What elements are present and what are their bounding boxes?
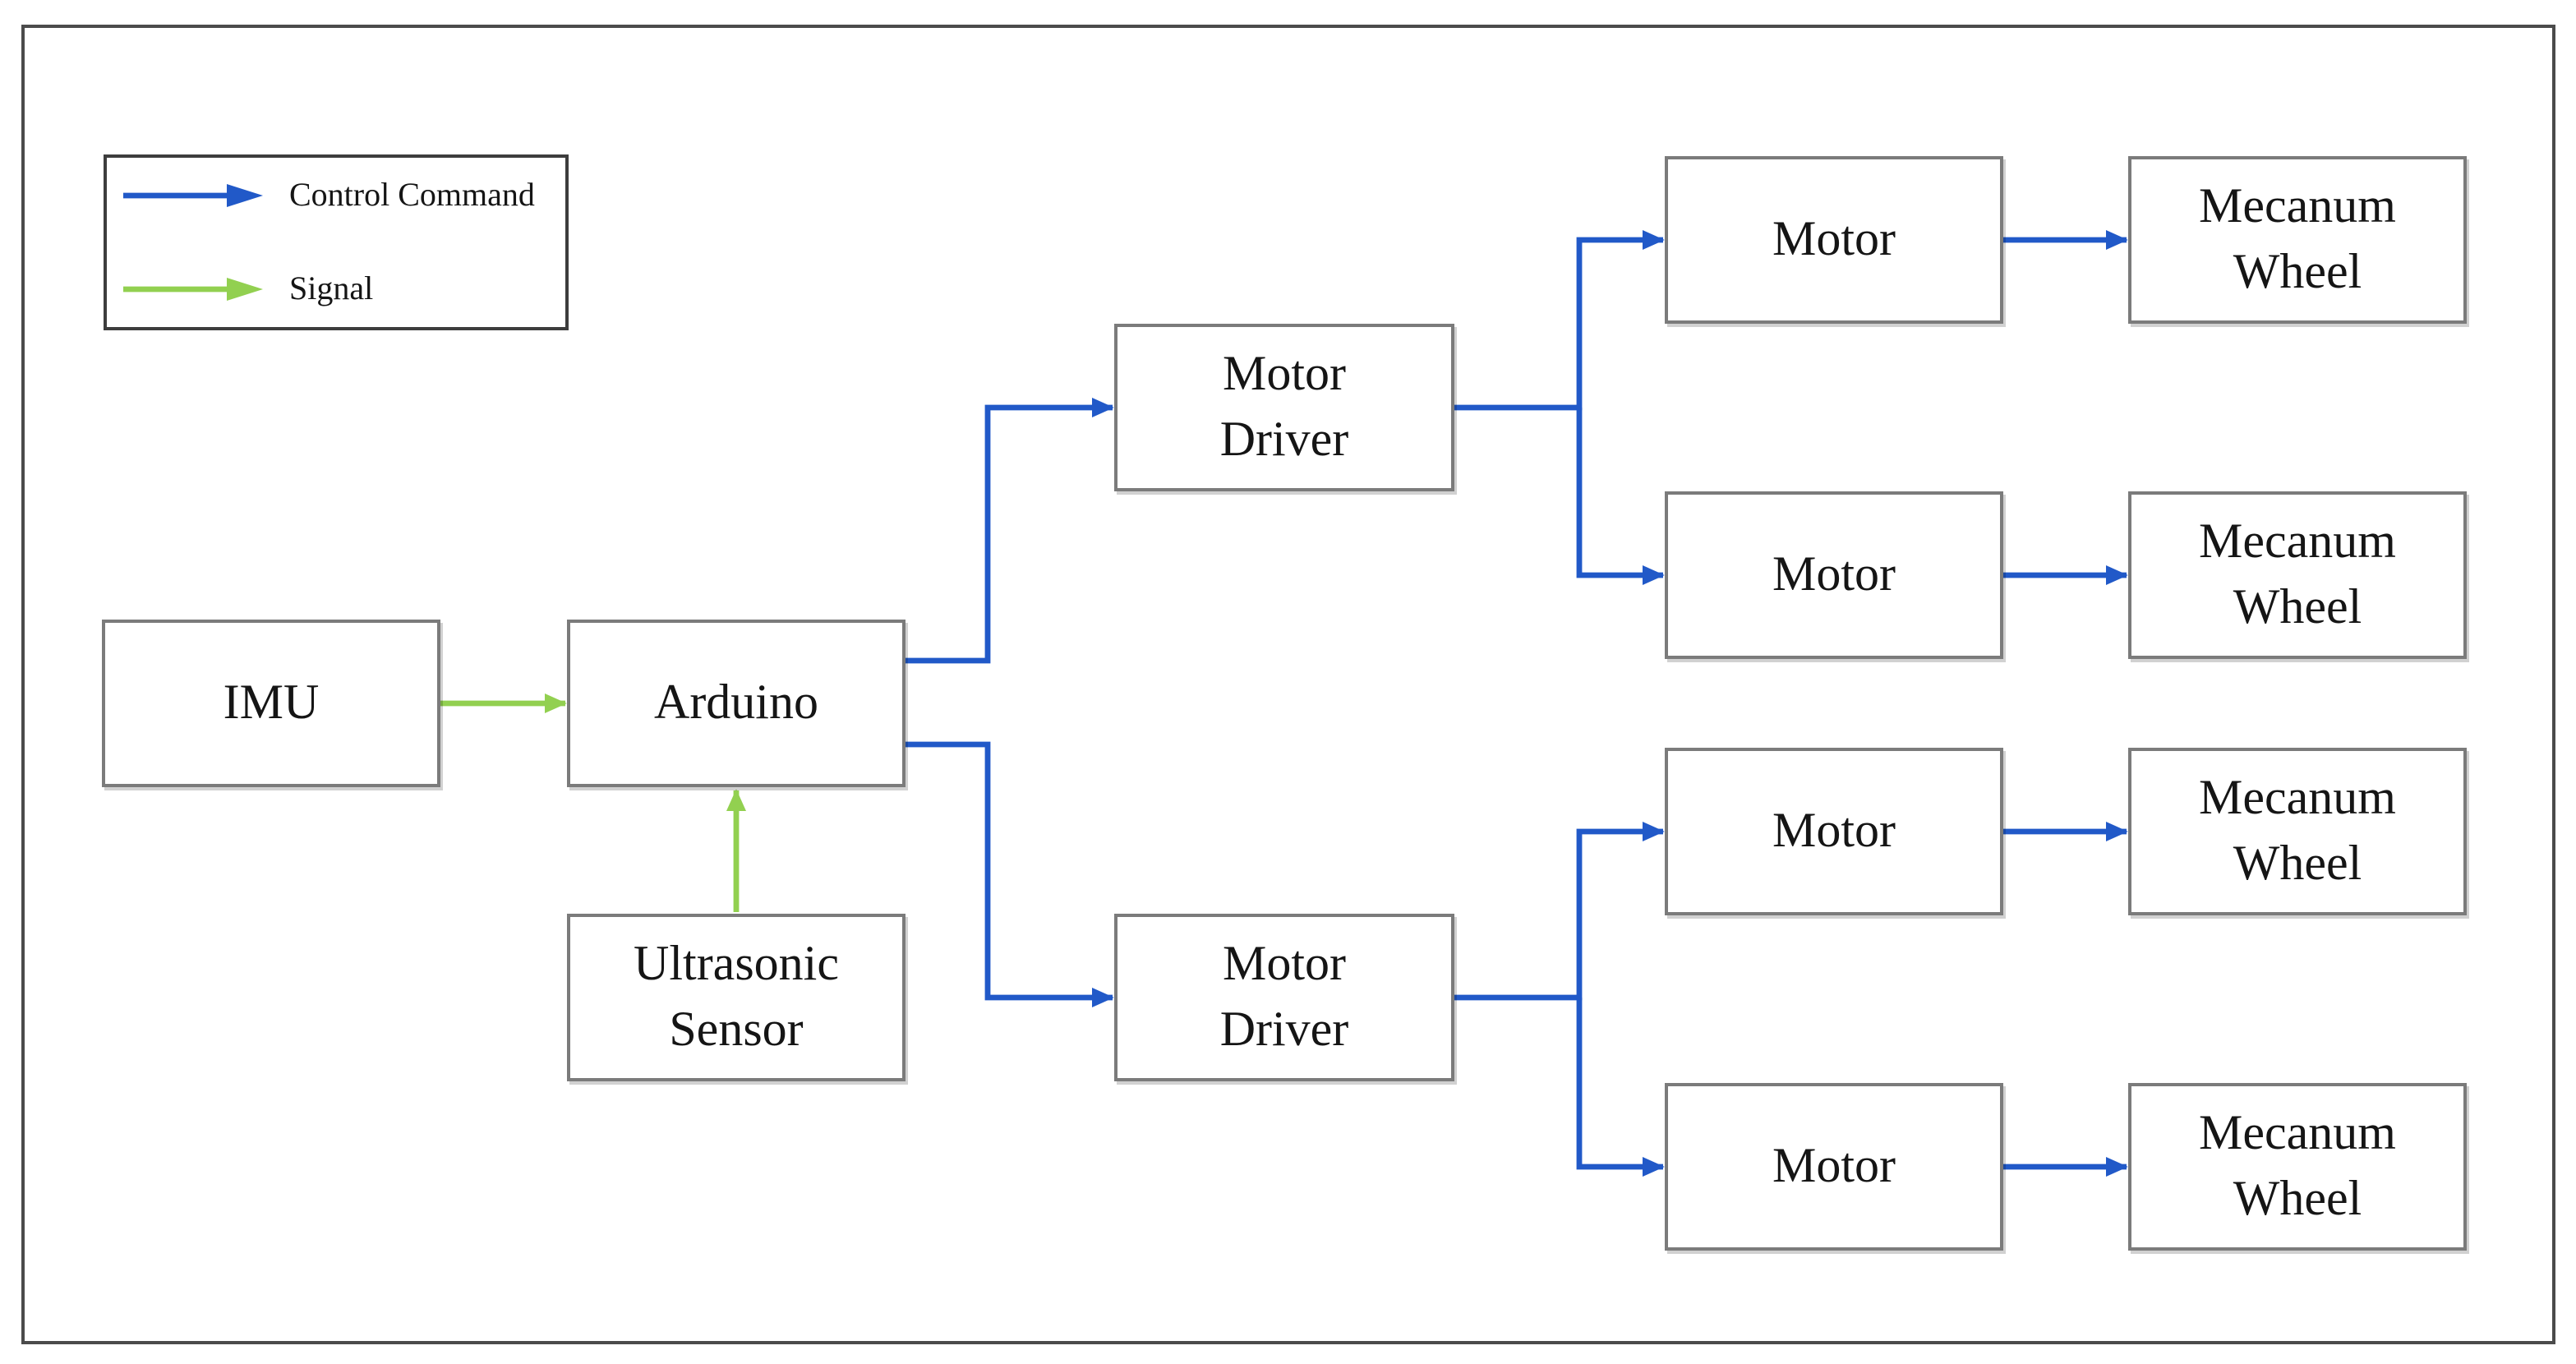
node-motor-4-label: Motor xyxy=(1772,1139,1896,1194)
node-motor-2: Motor xyxy=(1665,491,2003,659)
node-mecanum-wheel-2-label: Mecanum Wheel xyxy=(2199,514,2396,634)
node-mecanum-wheel-3: Mecanum Wheel xyxy=(2128,748,2467,915)
control-command-arrow-icon xyxy=(123,184,263,207)
diagram-frame xyxy=(21,25,2555,1344)
node-arduino: Arduino xyxy=(567,620,906,787)
legend-label-control-command: Control Command xyxy=(289,177,535,214)
signal-arrow-icon xyxy=(123,278,263,301)
node-ultrasonic-sensor-label: Ultrasonic Sensor xyxy=(634,937,839,1057)
legend-item-control-command: Control Command xyxy=(122,179,565,212)
node-arduino-label: Arduino xyxy=(654,675,818,730)
node-motor-1: Motor xyxy=(1665,156,2003,324)
node-imu-label: IMU xyxy=(223,675,320,730)
node-motor-1-label: Motor xyxy=(1772,212,1896,267)
node-motor-driver-1: Motor Driver xyxy=(1114,324,1454,491)
node-mecanum-wheel-4-label: Mecanum Wheel xyxy=(2199,1106,2396,1226)
node-motor-driver-2-label: Motor Driver xyxy=(1219,937,1349,1057)
node-imu: IMU xyxy=(102,620,440,787)
legend-label-signal: Signal xyxy=(289,271,374,307)
node-mecanum-wheel-1-label: Mecanum Wheel xyxy=(2199,179,2396,299)
node-mecanum-wheel-3-label: Mecanum Wheel xyxy=(2199,771,2396,891)
legend-item-signal: Signal xyxy=(122,273,565,306)
node-motor-driver-1-label: Motor Driver xyxy=(1219,347,1349,467)
node-mecanum-wheel-1: Mecanum Wheel xyxy=(2128,156,2467,324)
legend: Control Command Signal xyxy=(104,154,569,330)
node-motor-2-label: Motor xyxy=(1772,547,1896,602)
node-motor-3: Motor xyxy=(1665,748,2003,915)
node-mecanum-wheel-2: Mecanum Wheel xyxy=(2128,491,2467,659)
node-motor-driver-2: Motor Driver xyxy=(1114,914,1454,1081)
node-ultrasonic-sensor: Ultrasonic Sensor xyxy=(567,914,906,1081)
node-motor-3-label: Motor xyxy=(1772,804,1896,859)
node-mecanum-wheel-4: Mecanum Wheel xyxy=(2128,1083,2467,1251)
node-motor-4: Motor xyxy=(1665,1083,2003,1251)
